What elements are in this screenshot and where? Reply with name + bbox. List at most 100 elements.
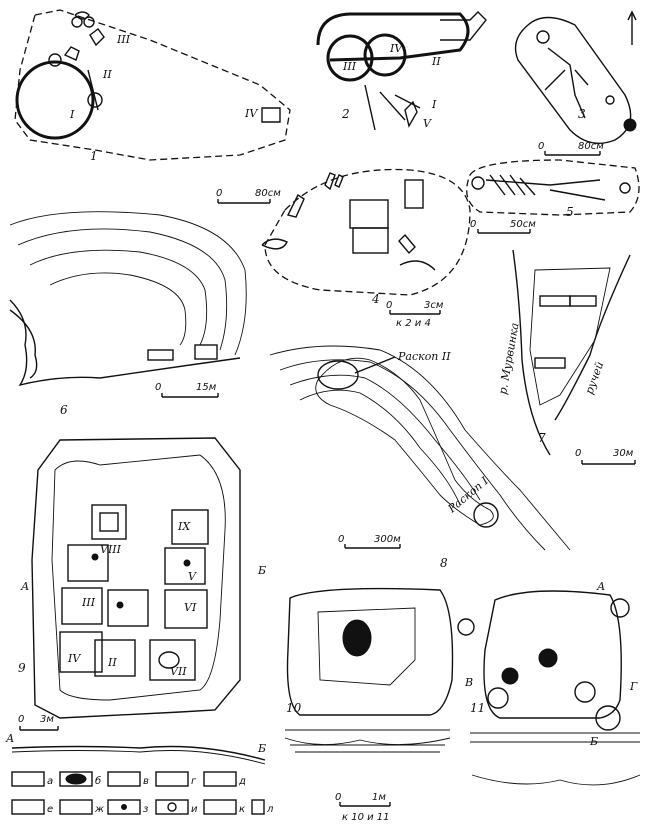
dwelling-VIII [91, 504, 127, 540]
panel-7: р. Мурвинка ручей 7 0 30м [496, 249, 636, 465]
svg-text:0: 0 [470, 219, 476, 230]
panel-1: III II I IV 1 0 80см [14, 9, 291, 204]
legend-key: е [47, 804, 53, 815]
section-mark: Г [629, 680, 638, 693]
svg-text:к 10 и 11: к 10 и 11 [342, 812, 390, 823]
svg-text:15м: 15м [196, 382, 217, 393]
panel-number: 9 [18, 661, 26, 675]
panel-number: 4 [371, 292, 380, 306]
scale-bar: 0 1м к 10 и 11 [335, 792, 391, 823]
panel-4: 4 0 3см к 2 и 4 [261, 168, 471, 329]
legend-key: з [143, 804, 148, 815]
panel-3: 3 0 80см [514, 10, 637, 156]
panel-number: 8 [440, 556, 448, 570]
svg-text:0: 0 [335, 792, 341, 803]
section-mark: А [5, 732, 14, 745]
panel-9: IX VIII V III VI II IV VII А Б 9 0 3м [18, 437, 266, 731]
section-mark: В [464, 676, 473, 689]
small-ring [87, 92, 103, 108]
legend-key: к [239, 804, 245, 815]
legend-key: д [238, 776, 246, 787]
section-profile: А Б [5, 732, 266, 765]
section-mark: А [596, 580, 605, 593]
roman-label: VII [170, 665, 187, 678]
hearth [342, 619, 372, 657]
roman-label: V [188, 570, 197, 583]
svg-text:0: 0 [18, 714, 24, 725]
roman-label: IV [389, 42, 403, 55]
roman-label: IV [244, 107, 258, 120]
bronze-ring-large [15, 60, 95, 140]
panel-8: Раскоп II Раскоп I 8 0 300м [269, 345, 571, 570]
roman-label: I [431, 98, 437, 111]
panel-number: 2 [341, 107, 350, 121]
svg-text:к 2 и 4: к 2 и 4 [396, 318, 431, 329]
svg-text:3м: 3м [40, 714, 54, 725]
roman-label: III [116, 33, 131, 46]
section-mark: Б [257, 742, 266, 755]
roman-label: III [342, 60, 357, 73]
svg-text:0: 0 [216, 188, 222, 199]
scale-bar: 0 3м [18, 714, 59, 731]
panel-10: 10 0 1м к 10 и 11 [284, 587, 475, 823]
panel-number: 5 [566, 205, 574, 219]
excavation-label: Раскоп I [445, 474, 492, 516]
excavation-label: Раскоп II [397, 350, 451, 363]
panel-6: 6 0 15м [9, 211, 247, 417]
panel-number: 7 [538, 431, 546, 445]
scale-bar: 0 3см к 2 и 4 [386, 300, 444, 329]
stream-label: ручей [583, 360, 607, 396]
scale-bar: 0 50см [470, 219, 536, 234]
roman-label: III [81, 596, 96, 609]
panel-2: III IV II I V 2 [316, 11, 487, 131]
dwelling-V [67, 544, 109, 582]
svg-text:0: 0 [575, 448, 581, 459]
legend-key: л [266, 804, 274, 815]
dwelling-II [94, 639, 136, 677]
legend-key: б [95, 775, 101, 787]
svg-text:1м: 1м [372, 792, 386, 803]
north-arrow [627, 10, 637, 45]
panel-5: 5 0 50см [466, 159, 640, 234]
river-label: р. Мурвинка [496, 322, 521, 396]
svg-text:300м: 300м [374, 534, 401, 545]
roman-label: I [69, 108, 75, 121]
scale-bar: 0 30м [575, 448, 636, 465]
svg-text:0: 0 [338, 534, 344, 545]
dwelling-IV [59, 631, 103, 673]
section-mark: Б [589, 735, 598, 748]
panel-number: 3 [578, 107, 586, 121]
panel-11: А Б В Г 11 [464, 580, 641, 786]
scale-bar: 0 300м [338, 534, 401, 549]
roman-label: IX [177, 520, 191, 533]
dwelling-III [61, 587, 103, 625]
legend-key: ж [94, 804, 104, 815]
svg-text:3см: 3см [424, 300, 444, 311]
svg-text:30м: 30м [613, 448, 634, 459]
legend-key: а [47, 776, 53, 787]
panel-number: 11 [470, 701, 485, 715]
dwelling-VI [164, 589, 208, 629]
roman-label: II [431, 55, 441, 68]
roman-label: II [107, 656, 117, 669]
legend-key: г [191, 776, 197, 787]
svg-text:0: 0 [538, 141, 544, 152]
section-mark: Б [257, 564, 266, 577]
svg-text:0: 0 [386, 300, 392, 311]
scale-bar: 0 80см [216, 188, 281, 204]
svg-text:50см: 50см [510, 219, 536, 230]
panel-number: 6 [60, 403, 68, 417]
scale-bar: 0 15м [155, 382, 219, 398]
legend: а б в г д е ж з и к л [11, 771, 274, 815]
legend-key: в [143, 776, 149, 787]
section-mark: А [20, 580, 29, 593]
dwelling-VII [149, 639, 196, 681]
roman-label: VI [184, 601, 197, 614]
svg-text:80см: 80см [255, 188, 281, 199]
roman-label: IV [67, 652, 81, 665]
roman-label: II [102, 68, 112, 81]
dwelling-IX [171, 509, 209, 545]
roman-label: VIII [100, 543, 122, 556]
panel-number: 1 [90, 149, 98, 163]
